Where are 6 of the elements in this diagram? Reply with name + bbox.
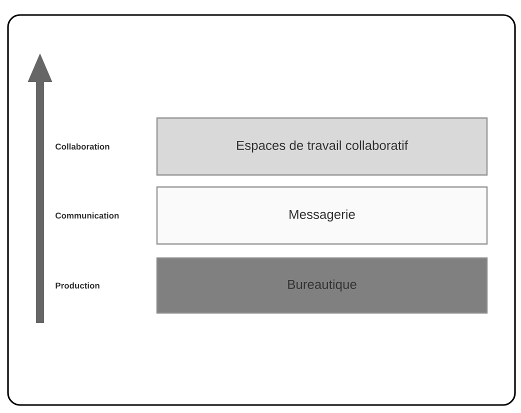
level-label: Collaboration xyxy=(56,143,110,150)
level-label: Production xyxy=(56,282,100,289)
level-label: Communication xyxy=(56,212,119,219)
layer-box: Bureautique xyxy=(156,257,488,314)
layer-box: Messagerie xyxy=(156,186,488,245)
layer-box: Espaces de travail collaboratif xyxy=(156,117,488,176)
